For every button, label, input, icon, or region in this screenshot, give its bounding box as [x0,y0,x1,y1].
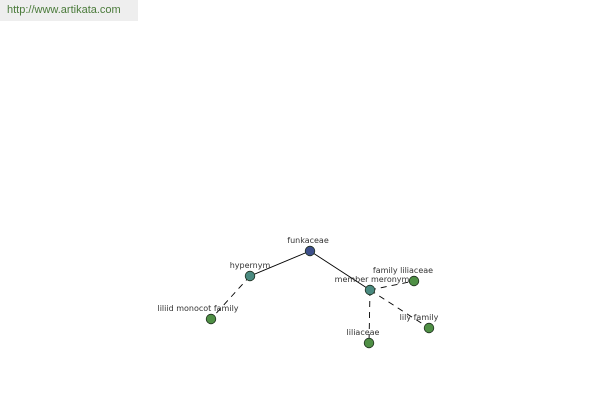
node-family-liliaceae[interactable] [408,275,420,287]
graph-edges [210,250,430,344]
node-label-hypernym[interactable]: hypernym [230,261,271,270]
node-hypernym[interactable] [244,270,256,282]
node-label-lily-family[interactable]: lily family [400,313,439,322]
url-bar: http://www.artikata.com [0,0,138,21]
edge-member-meronym-to-family-liliaceae [369,280,415,291]
node-liliaceae[interactable] [363,337,375,349]
node-label-family-liliaceae[interactable]: family liliaceae [373,266,433,275]
edge-funkaceae-to-hypernym [249,250,311,277]
node-lily-family[interactable] [423,322,435,334]
node-label-liliid-monocot-family[interactable]: liliid monocot family [157,304,238,313]
node-funkaceae[interactable] [304,245,316,257]
site-url-link[interactable]: http://www.artikata.com [7,4,121,16]
node-liliid-monocot-family[interactable] [205,313,217,325]
edge-member-meronym-to-liliaceae [368,289,371,344]
edge-funkaceae-to-member-meronym [309,250,371,291]
edge-hypernym-to-liliid-monocot-family [210,275,251,320]
graph-labels: funkaceae hypernym member meronym liliid mo… [157,236,438,337]
node-label-liliaceae[interactable]: liliaceae [347,328,380,337]
node-member-meronym[interactable] [364,284,376,296]
edge-member-meronym-to-lily-family [369,289,430,329]
node-label-member-meronym[interactable]: member meronym [335,275,410,284]
node-label-funkaceae[interactable]: funkaceae [287,236,329,245]
graph-nodes [205,245,435,349]
